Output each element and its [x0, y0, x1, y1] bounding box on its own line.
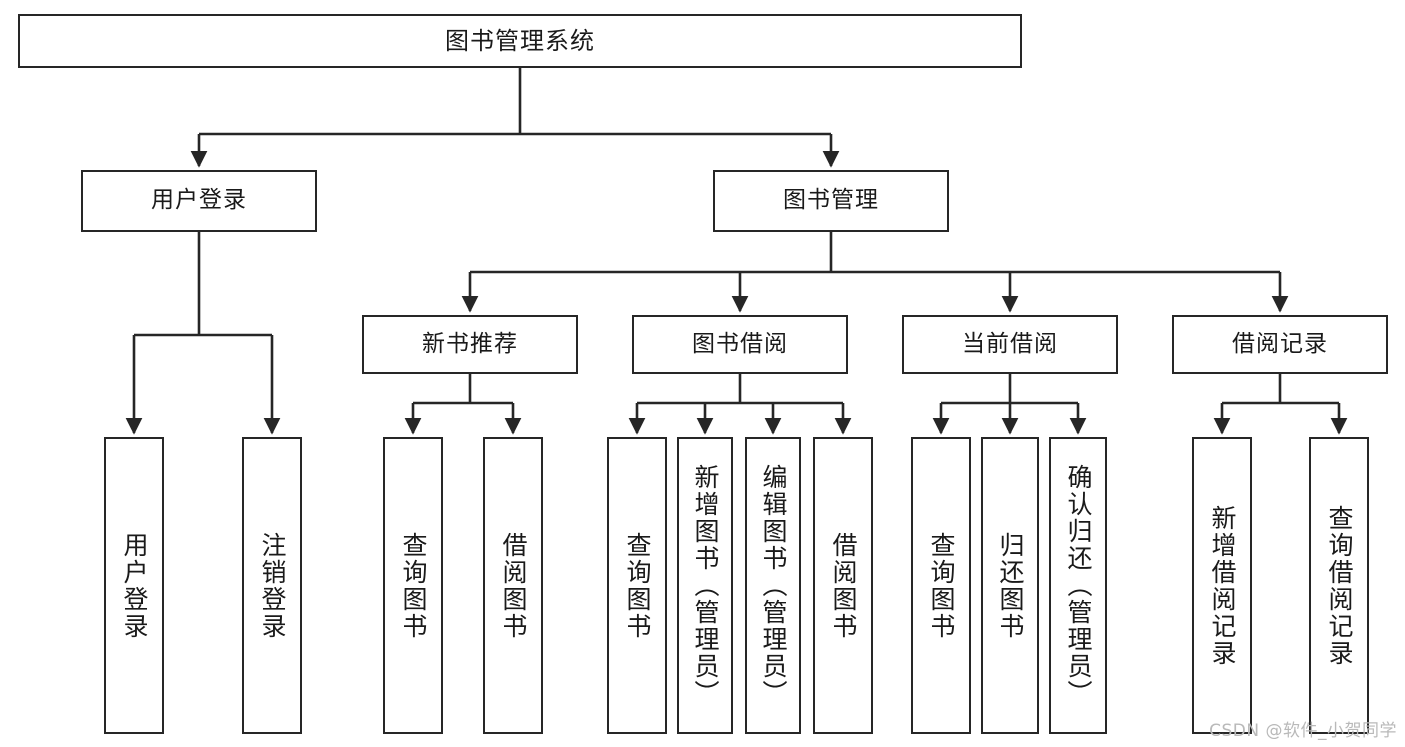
- leaf-query-book-2[interactable]: 查询图书: [607, 437, 667, 734]
- node-current-borrow-label: 当前借阅: [962, 330, 1058, 357]
- leaf-add-book-label: 新增图书（管理员）: [691, 464, 720, 707]
- leaf-edit-book[interactable]: 编辑图书（管理员）: [745, 437, 801, 734]
- leaf-confirm-return-label: 确认归还（管理员）: [1064, 464, 1093, 707]
- leaf-borrow-book-2-label: 借阅图书: [829, 531, 858, 640]
- leaf-return-book-label: 归还图书: [996, 531, 1025, 640]
- leaf-return-book[interactable]: 归还图书: [981, 437, 1039, 734]
- node-root-system[interactable]: 图书管理系统: [18, 14, 1022, 68]
- node-current-borrow[interactable]: 当前借阅: [902, 315, 1118, 374]
- leaf-edit-book-label: 编辑图书（管理员）: [759, 464, 788, 707]
- leaf-borrow-book-2[interactable]: 借阅图书: [813, 437, 873, 734]
- leaf-borrow-book-1-label: 借阅图书: [499, 531, 528, 640]
- node-borrow-record-label: 借阅记录: [1232, 330, 1328, 357]
- node-book-borrow[interactable]: 图书借阅: [632, 315, 848, 374]
- csdn-watermark: CSDN @软件_小贺同学: [1209, 721, 1397, 741]
- leaf-borrow-book-1[interactable]: 借阅图书: [483, 437, 543, 734]
- leaf-user-login-label: 用户登录: [120, 531, 149, 640]
- leaf-user-logout[interactable]: 注销登录: [242, 437, 302, 734]
- leaf-user-login[interactable]: 用户登录: [104, 437, 164, 734]
- leaf-query-book-1[interactable]: 查询图书: [383, 437, 443, 734]
- leaf-query-book-1-label: 查询图书: [399, 531, 428, 640]
- leaf-query-book-2-label: 查询图书: [623, 531, 652, 640]
- leaf-query-book-3-label: 查询图书: [927, 531, 956, 640]
- node-new-book-recommend[interactable]: 新书推荐: [362, 315, 578, 374]
- node-root-system-label: 图书管理系统: [445, 26, 595, 55]
- leaf-query-book-3[interactable]: 查询图书: [911, 437, 971, 734]
- node-book-manage-label: 图书管理: [783, 187, 879, 214]
- leaf-add-record[interactable]: 新增借阅记录: [1192, 437, 1252, 734]
- node-new-book-recommend-label: 新书推荐: [422, 330, 518, 357]
- leaf-add-book[interactable]: 新增图书（管理员）: [677, 437, 733, 734]
- leaf-query-record-label: 查询借阅记录: [1325, 504, 1354, 667]
- node-user-login-label: 用户登录: [151, 187, 247, 214]
- leaf-confirm-return[interactable]: 确认归还（管理员）: [1049, 437, 1107, 734]
- leaf-query-record[interactable]: 查询借阅记录: [1309, 437, 1369, 734]
- node-book-borrow-label: 图书借阅: [692, 330, 788, 357]
- leaf-user-logout-label: 注销登录: [258, 531, 287, 640]
- node-user-login[interactable]: 用户登录: [81, 170, 317, 232]
- node-borrow-record[interactable]: 借阅记录: [1172, 315, 1388, 374]
- leaf-add-record-label: 新增借阅记录: [1208, 504, 1237, 667]
- node-book-manage[interactable]: 图书管理: [713, 170, 949, 232]
